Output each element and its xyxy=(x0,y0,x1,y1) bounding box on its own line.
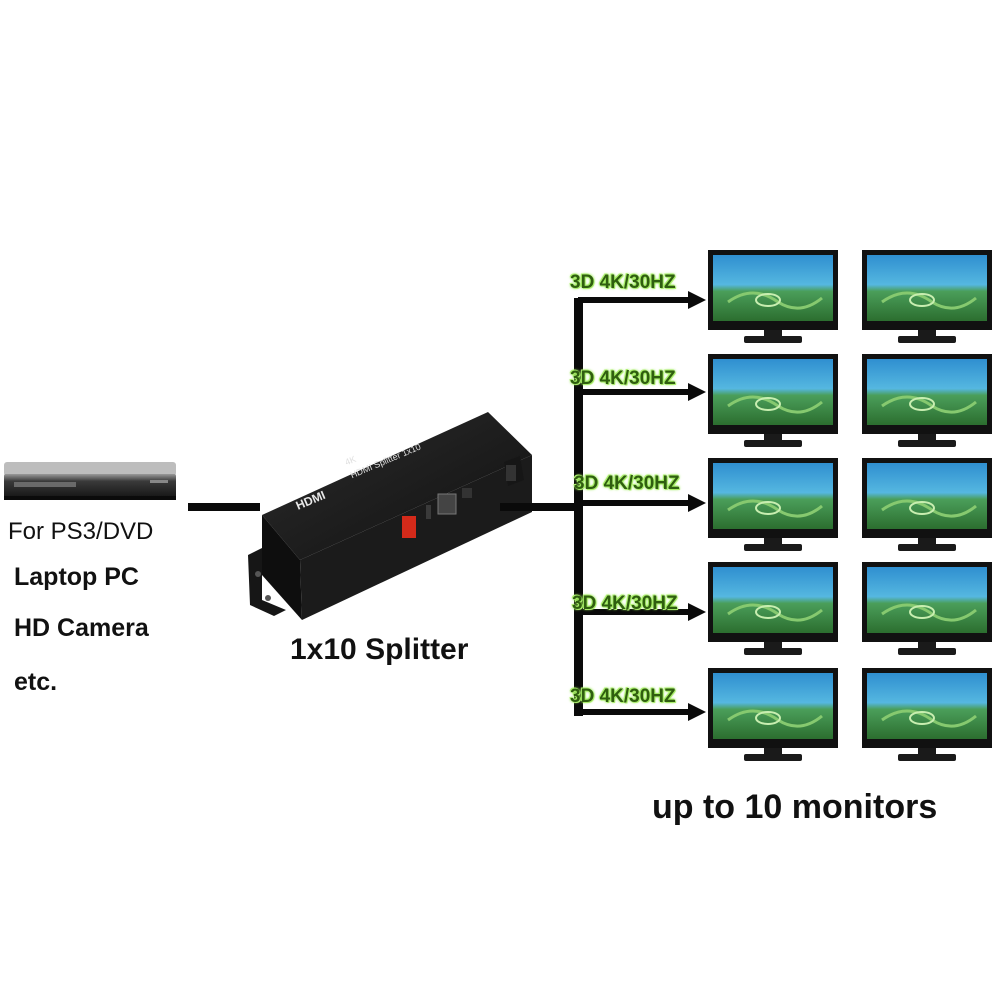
resolution-label: 3D 4K/30HZ xyxy=(574,473,680,494)
branch-arrow xyxy=(578,703,706,721)
monitor-icon xyxy=(708,458,838,551)
dvd-player-icon xyxy=(4,462,176,500)
branch-arrow xyxy=(578,383,706,401)
monitor-icon xyxy=(708,668,838,761)
source-cable-line xyxy=(188,503,260,511)
monitors-caption: up to 10 monitors xyxy=(652,788,938,826)
monitors-grid xyxy=(708,250,992,761)
branch-arrow xyxy=(578,603,706,621)
source-label-laptop: Laptop PC xyxy=(14,563,139,591)
splitter-caption: 1x10 Splitter xyxy=(290,633,469,666)
monitor-icon xyxy=(708,562,838,655)
monitor-icon xyxy=(862,668,992,761)
monitor-icon xyxy=(862,458,992,551)
resolution-label: 3D 4K/30HZ xyxy=(570,686,676,707)
source-label-camera: HD Camera xyxy=(14,614,149,642)
hdmi-splitter-device: HDMI 4K HDMI Splitter 1x10 xyxy=(248,412,532,620)
resolution-label: 3D 4K/30HZ xyxy=(570,272,676,293)
output-bus xyxy=(500,298,583,716)
dip-switch-icon xyxy=(402,516,416,538)
branch-arrows xyxy=(578,291,706,721)
branch-arrow xyxy=(578,291,706,309)
resolution-label: 3D 4K/30HZ xyxy=(570,368,676,389)
monitor-icon xyxy=(862,354,992,447)
source-label-etc: etc. xyxy=(14,668,58,696)
model-4k-label: 4K xyxy=(343,454,357,468)
monitor-icon xyxy=(708,250,838,343)
source-label-ps3-dvd: For PS3/DVD xyxy=(8,518,154,545)
monitor-icon xyxy=(862,562,992,655)
branch-arrow xyxy=(578,494,706,512)
resolution-label: 3D 4K/30HZ xyxy=(572,593,678,614)
monitor-icon xyxy=(708,354,838,447)
serial-port-icon xyxy=(437,493,457,515)
monitor-icon xyxy=(862,250,992,343)
